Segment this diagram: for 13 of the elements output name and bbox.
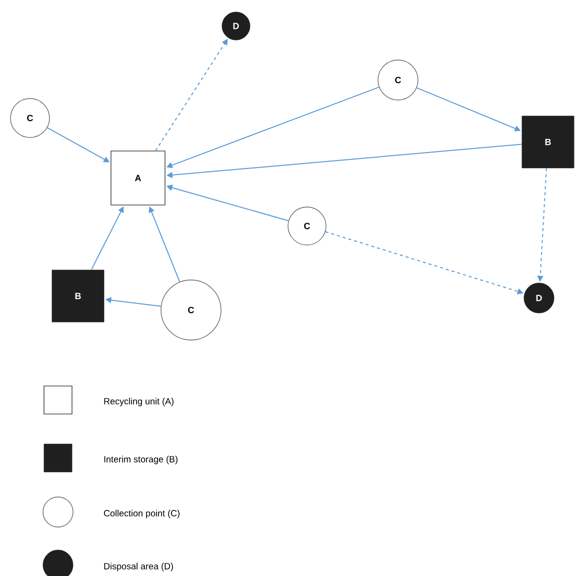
circle-node: C [378,60,418,100]
circle-node: C [10,98,50,138]
square-node: B [522,116,574,168]
circle-node: C [160,280,222,340]
circle-node: D [524,282,554,314]
legend-label: Disposal area (D) [104,562,173,572]
square-node: A [110,150,166,206]
circle-node: C [288,206,326,246]
square-node: B [52,270,104,322]
legend-label: Interim storage (B) [104,456,178,464]
legend-label: Recycling unit (A) [104,398,174,406]
legend-label: Collection point (C) [104,510,180,518]
circle-node: D [222,12,250,40]
